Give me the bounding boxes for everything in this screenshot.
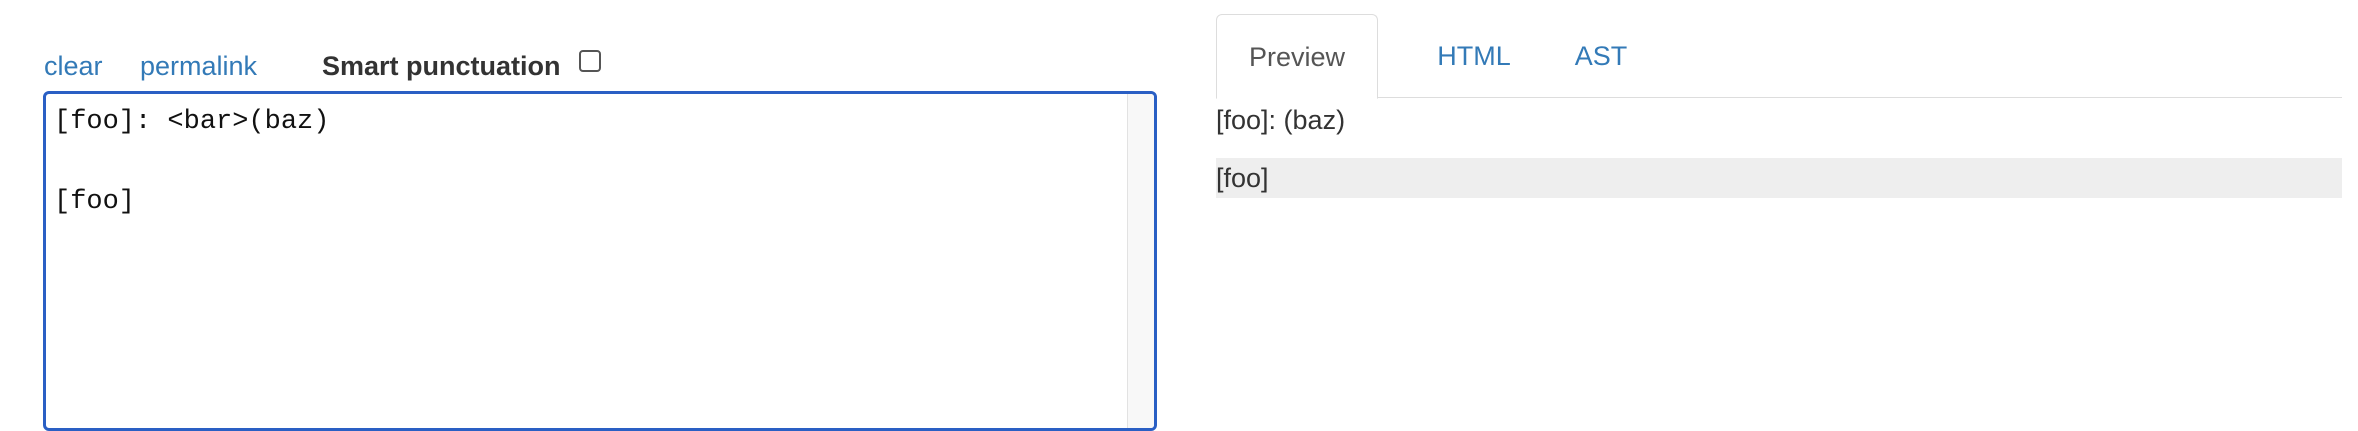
permalink-link[interactable]: permalink	[140, 51, 258, 81]
editor-line: [foo]: <bar>(baz)	[54, 107, 330, 137]
smart-punctuation-label: Smart punctuation	[322, 51, 561, 81]
tab-html[interactable]: HTML	[1437, 41, 1511, 71]
editor-text: [foo]: <bar>(baz) [foo]	[54, 102, 329, 222]
preview-paragraph: [foo]: (baz)	[1216, 105, 1346, 135]
editor-line	[54, 142, 329, 182]
tab-preview[interactable]: Preview	[1216, 14, 1378, 99]
preview-code-block: [foo]	[1216, 158, 2342, 198]
editor-scrollbar[interactable]	[1127, 94, 1154, 428]
output-tabs: Preview HTML AST	[1216, 14, 2342, 99]
editor-line: [foo]	[54, 187, 136, 217]
smart-punctuation-checkbox[interactable]	[579, 50, 601, 72]
tab-ast[interactable]: AST	[1574, 41, 1628, 71]
markdown-editor[interactable]: [foo]: <bar>(baz) [foo]	[43, 91, 1157, 431]
clear-link[interactable]: clear	[44, 51, 103, 81]
